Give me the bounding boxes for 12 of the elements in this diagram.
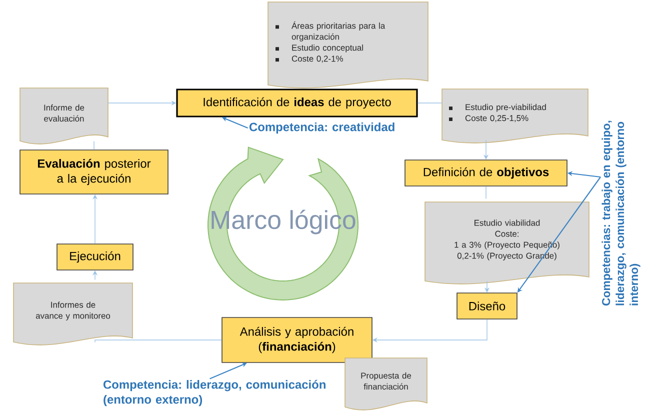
competency-text: Competencia: creatividad	[250, 122, 394, 134]
connector-line	[417, 102, 442, 104]
process-box: Evaluación posterior a la ejecución	[20, 150, 168, 194]
leader-arrow	[210, 362, 247, 380]
competency-text: Competencias: trabajo en equipo, liderazgo, comunicación (entorno interno)	[602, 120, 640, 306]
process-box: Ejecución	[56, 244, 134, 270]
process-box: Análisis y aprobación (financiación)	[222, 317, 372, 363]
process-box: Identificación de ideas de proyecto	[176, 88, 418, 118]
competency-text: Competencia: liderazgo, comunicación (entorno externo)	[104, 380, 326, 406]
connector-line	[94, 340, 222, 343]
process-box: Definición de objetivos	[404, 160, 568, 186]
process-box: Diseño	[456, 292, 518, 320]
